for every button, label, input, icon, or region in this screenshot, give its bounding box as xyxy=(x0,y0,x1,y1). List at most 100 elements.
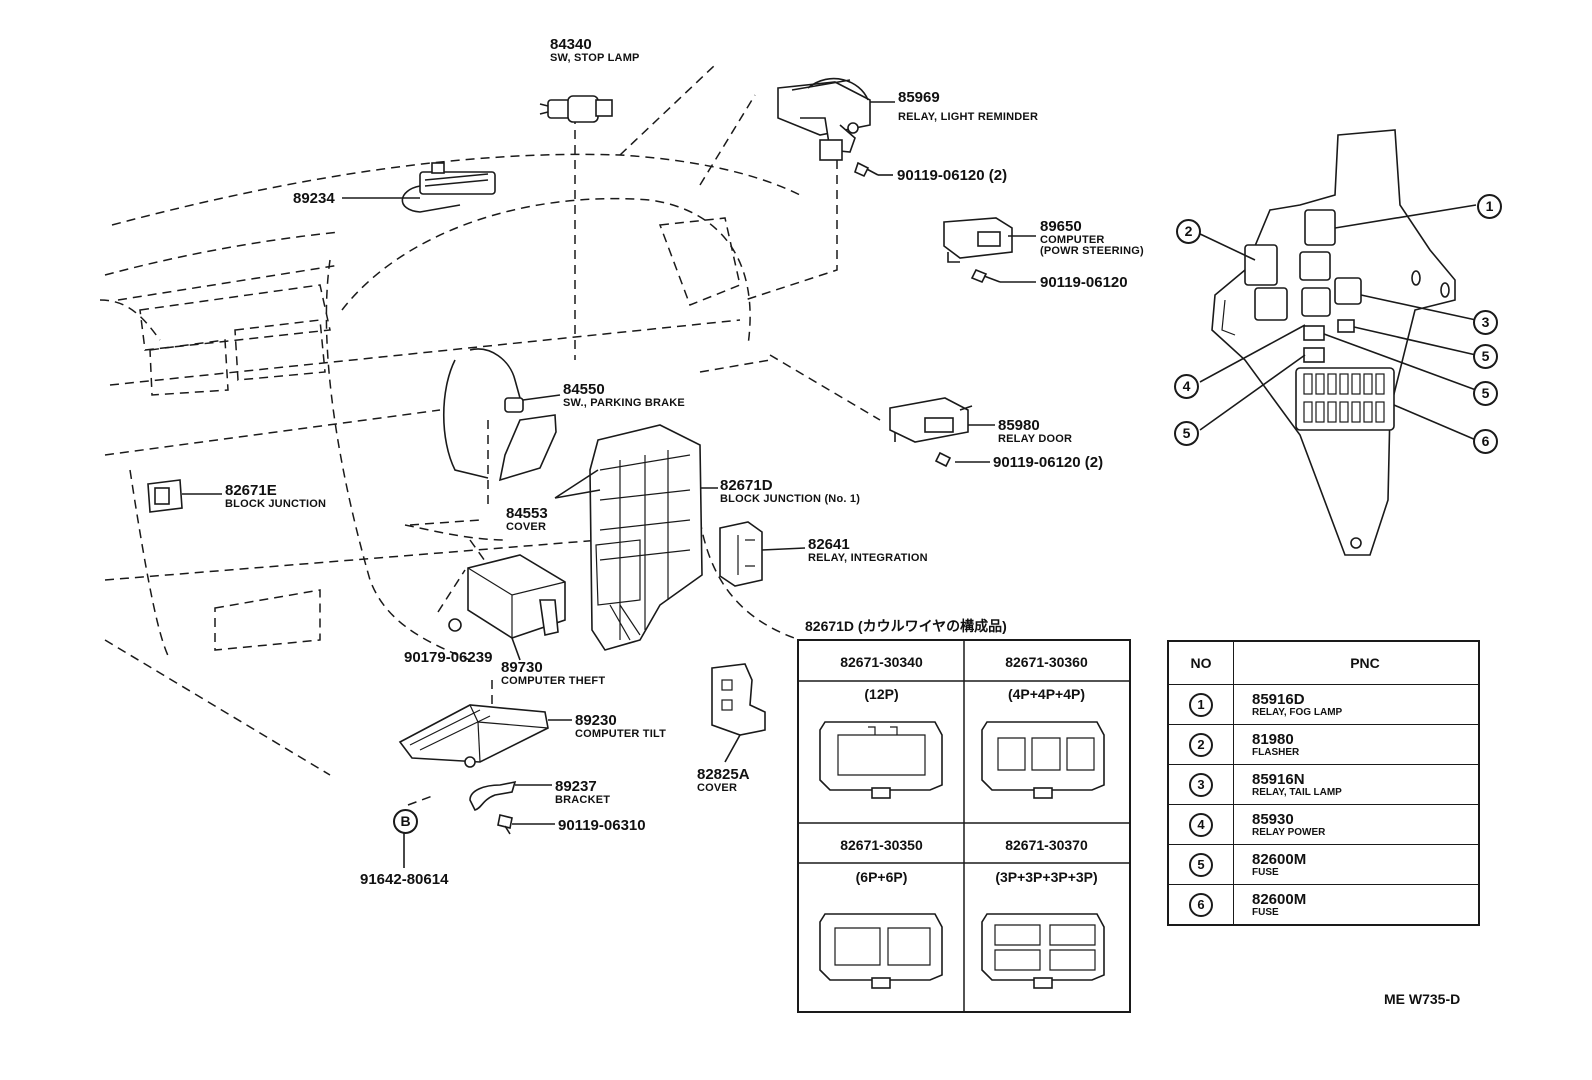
column-header-pnc: PNC xyxy=(1233,640,1480,685)
computer-tilt-drawing xyxy=(398,704,549,768)
computer-theft-drawing xyxy=(448,554,566,639)
block-junction-e-drawing xyxy=(147,479,183,513)
part-label-85969: 85969 RELAY, LIGHT REMINDER xyxy=(898,90,1038,123)
callout-6: 6 xyxy=(1473,429,1498,454)
part-label-90179: 90179-06239 xyxy=(404,649,493,666)
part-description: SW, STOP LAMP xyxy=(550,51,640,64)
part-description: RELAY DOOR xyxy=(998,432,1073,445)
column-header-no: NO xyxy=(1167,640,1234,685)
part-number: 89230 xyxy=(575,712,617,729)
leader-lines xyxy=(182,101,1036,868)
callout-5c: 5 xyxy=(1174,421,1199,446)
row-description: FLASHER xyxy=(1252,746,1300,758)
row-description: FUSE xyxy=(1252,906,1279,918)
row-pnc: 82600M xyxy=(1252,890,1307,908)
row-description: RELAY POWER xyxy=(1252,826,1326,838)
part-description: BLOCK JUNCTION xyxy=(225,497,327,510)
part-number: 82671D xyxy=(720,477,773,494)
row-number: 3 xyxy=(1189,772,1213,797)
part-description: (POWR STEERING) xyxy=(1040,245,1144,258)
junction-block-detail-drawing xyxy=(1197,129,1477,556)
callout-4: 4 xyxy=(1174,374,1199,399)
dashboard-outline xyxy=(99,64,881,806)
row-pnc: 85930 xyxy=(1252,810,1294,828)
relay-light-reminder-drawing xyxy=(777,77,879,178)
part-label-91642: 91642-80614 xyxy=(360,871,449,888)
row-pnc: 81980 xyxy=(1252,730,1294,748)
part-label-82671d: 82671D BLOCK JUNCTION (No. 1) xyxy=(720,478,860,505)
connector-6p6p-drawing xyxy=(819,913,943,989)
connector-pins-4: (3P+3P+3P+3P) xyxy=(995,869,1098,885)
row-description: RELAY, FOG LAMP xyxy=(1252,706,1343,718)
connector-pins-3: (6P+6P) xyxy=(855,869,908,885)
row-description: RELAY, TAIL LAMP xyxy=(1252,786,1342,798)
block-junction-no1-drawing xyxy=(589,424,703,651)
part-label-84550: 84550 SW., PARKING BRAKE xyxy=(563,382,685,409)
part-number: 89237 xyxy=(555,778,597,795)
part-label-89650: 89650 COMPUTER (POWR STEERING) xyxy=(1040,219,1144,258)
part-number: 85969 xyxy=(898,89,940,106)
row-number: 4 xyxy=(1189,812,1213,837)
relay-integration-drawing xyxy=(719,521,763,587)
callout-5a: 5 xyxy=(1473,344,1498,369)
part-number: 82671E xyxy=(225,482,277,499)
part-number: 82641 xyxy=(808,536,850,553)
part-label-84340: 84340 SW, STOP LAMP xyxy=(550,37,640,64)
connector-pn-1: 82671-30340 xyxy=(840,654,923,670)
connector-pn-4: 82671-30370 xyxy=(1005,837,1088,853)
part-label-90119-a: 90119-06120 (2) xyxy=(897,167,1008,184)
part-description: BRACKET xyxy=(555,793,611,806)
part-description: COMPUTER TILT xyxy=(575,727,666,740)
row-number: 6 xyxy=(1189,892,1213,917)
part-description: COMPUTER xyxy=(1040,233,1105,246)
connector-4p4p4p-drawing xyxy=(981,721,1105,799)
row-pnc: 85916D xyxy=(1252,690,1305,708)
connector-12p-drawing xyxy=(819,721,943,799)
connector-pins-2: (4P+4P+4P) xyxy=(1007,686,1086,702)
callout-3: 3 xyxy=(1473,310,1498,335)
callout-marker-b: B xyxy=(393,809,418,834)
part-label-85980: 85980 RELAY DOOR xyxy=(998,418,1072,445)
row-number: 5 xyxy=(1189,852,1213,877)
part-number: 89730 xyxy=(501,659,543,676)
part-label-89230: 89230 COMPUTER TILT xyxy=(575,713,666,740)
part-label-89237: 89237 BRACKET xyxy=(555,779,610,806)
callout-1: 1 xyxy=(1477,194,1502,219)
connector-3p3p3p3p-drawing xyxy=(981,913,1105,989)
connector-pn-3: 82671-30350 xyxy=(840,837,923,853)
bracket-drawing xyxy=(469,780,517,835)
connector-pins-1: (12P) xyxy=(864,686,899,702)
part-description: SW., PARKING BRAKE xyxy=(563,396,685,409)
part-description: BLOCK JUNCTION (No. 1) xyxy=(720,492,861,505)
connector-pn-2: 82671-30360 xyxy=(1005,654,1088,670)
computer-power-steering-drawing xyxy=(943,217,1013,284)
part-description: COVER xyxy=(506,520,547,533)
part-number: 82825A xyxy=(697,766,750,783)
part-label-90119-b: 90119-06120 xyxy=(1040,274,1128,291)
row-number: 1 xyxy=(1189,692,1213,717)
row-description: FUSE xyxy=(1252,866,1279,878)
part-label-90119-d: 90119-06310 xyxy=(558,817,646,834)
part-number: 89650 xyxy=(1040,218,1082,235)
part-number: 84553 xyxy=(506,505,548,522)
part-label-89234: 89234 xyxy=(293,190,335,207)
part-description: COVER xyxy=(697,781,738,794)
part-number: 84340 xyxy=(550,36,592,53)
part-number: 85980 xyxy=(998,417,1040,434)
stop-lamp-switch-drawing xyxy=(539,95,613,123)
table-header-row: NO PNC xyxy=(1167,640,1480,685)
row-pnc: 82600M xyxy=(1252,850,1307,868)
relay-door-drawing xyxy=(889,397,973,468)
connector-grid-title: 82671D (カウルワイヤの構成品) xyxy=(805,618,1007,634)
row-pnc: 85916N xyxy=(1252,770,1305,788)
part-label-89730: 89730 COMPUTER THEFT xyxy=(501,660,605,687)
connector-grid: 82671-30340 82671-30360 (12P) (4P+4P+4P)… xyxy=(797,639,1131,1013)
part-89234-drawing xyxy=(401,162,496,213)
part-description: COMPUTER THEFT xyxy=(501,674,606,687)
